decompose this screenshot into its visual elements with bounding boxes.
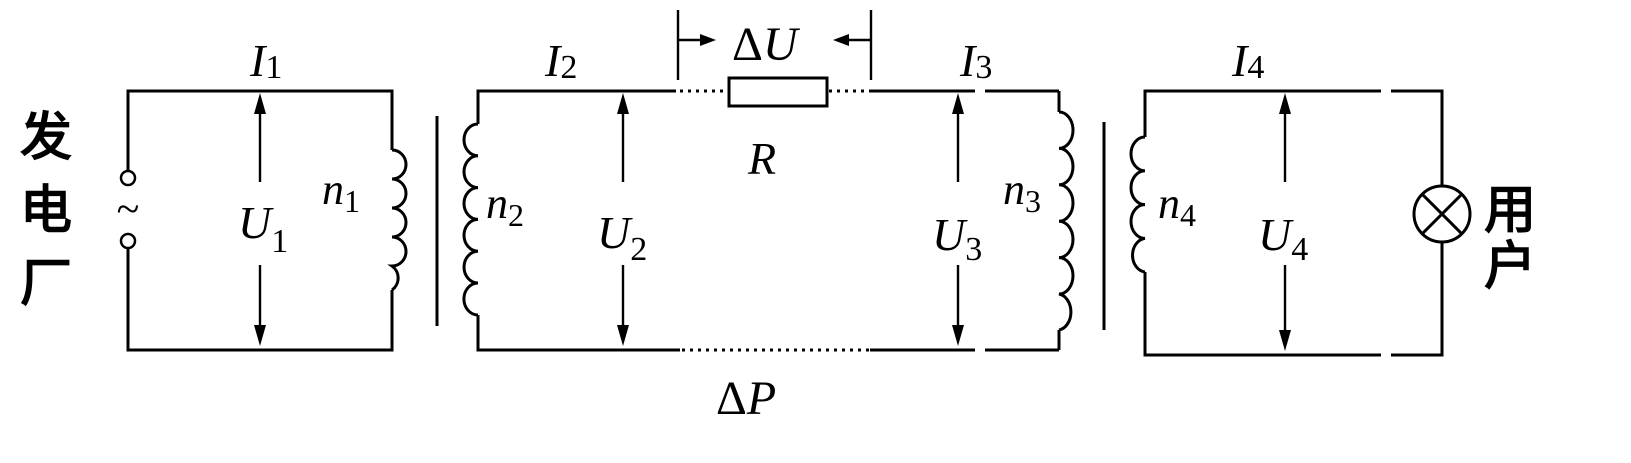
gen-bottom-wire xyxy=(126,241,394,352)
coil-n2-top-lead xyxy=(476,89,676,124)
label-R: R xyxy=(747,133,776,184)
label-U4: U4 xyxy=(1258,209,1308,268)
coil-n3 xyxy=(1058,110,1075,332)
label-U1: U1 xyxy=(238,197,288,260)
source-char-1: 发 xyxy=(20,108,72,168)
label-n3: n3 xyxy=(1003,165,1041,219)
user-top-wire xyxy=(1391,89,1444,186)
coil-n4-bottom-lead xyxy=(1143,272,1381,357)
label-n1: n1 xyxy=(322,165,360,219)
lamp-icon xyxy=(1412,184,1472,244)
transmission-circuit xyxy=(462,10,1075,352)
delta-u-right-arrow-head xyxy=(833,34,849,46)
generator-circuit: ~ xyxy=(117,89,408,352)
user-char-1: 用 xyxy=(1484,181,1536,241)
coil-n2-bottom-lead xyxy=(476,315,680,352)
label-I3: I3 xyxy=(959,35,992,86)
label-delta-p: ΔP xyxy=(716,372,776,425)
voltage-arrow-u2 xyxy=(617,93,629,346)
coil-n1 xyxy=(387,148,408,292)
label-U2: U2 xyxy=(597,207,647,268)
delta-u-left-arrow-head xyxy=(700,34,716,46)
label-I1: I1 xyxy=(249,35,282,86)
label-delta-u: ΔU xyxy=(732,18,801,71)
user-char-2: 户 xyxy=(1484,237,1536,297)
coil-n4 xyxy=(1129,135,1146,274)
voltage-arrow-u1 xyxy=(254,93,266,346)
source-char-2: 电 xyxy=(20,181,72,241)
source-char-3: 厂 xyxy=(20,254,72,314)
label-I2: I2 xyxy=(544,35,577,86)
label-n2: n2 xyxy=(486,179,524,233)
voltage-arrow-u4 xyxy=(1279,93,1291,351)
resistor-R xyxy=(727,76,829,108)
label-I4: I4 xyxy=(1231,35,1264,86)
coil-n2 xyxy=(462,122,479,317)
gen-top-wire xyxy=(126,89,394,178)
label-U3: U3 xyxy=(932,209,982,268)
voltage-arrow-u3 xyxy=(952,93,964,346)
terminal-top xyxy=(119,169,137,187)
coil-n4-top-lead xyxy=(1143,89,1381,137)
user-circuit xyxy=(1129,89,1472,357)
user-bottom-wire xyxy=(1391,243,1444,357)
label-n4: n4 xyxy=(1158,179,1196,233)
terminal-bottom xyxy=(119,232,137,250)
ac-symbol: ~ xyxy=(117,187,140,233)
